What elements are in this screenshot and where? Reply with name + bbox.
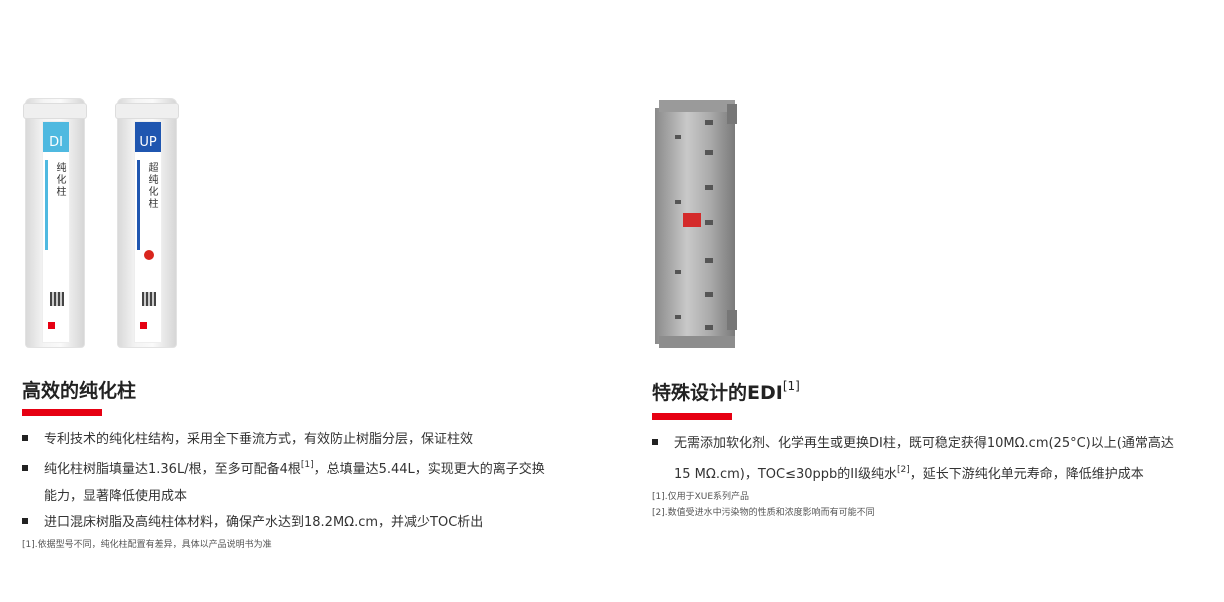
di-badge: DI bbox=[43, 122, 69, 152]
up-cartridge-image: UP 超纯化柱 bbox=[115, 98, 179, 348]
title-accent-bar bbox=[652, 413, 732, 420]
feature-bullet-continuation: 能力，显著降低使用成本 bbox=[44, 489, 188, 504]
footnote-ref: [1] bbox=[782, 379, 800, 393]
footnote: [1].依据型号不同，纯化柱配置有差异，具体以产品说明书为准 bbox=[22, 540, 272, 550]
title-accent-bar bbox=[22, 409, 102, 416]
feature-bullet: 无需添加软化剂、化学再生或更换DI柱，既可稳定获得10MΩ.cm(25°C)以上… bbox=[652, 432, 1174, 451]
feature-bullet: 专利技术的纯化柱结构，采用全下垂流方式，有效防止树脂分层，保证柱效 bbox=[22, 428, 473, 447]
brand-logo-icon bbox=[140, 322, 147, 329]
qr-code-icon bbox=[142, 292, 156, 306]
footnote-ref: [1] bbox=[300, 460, 314, 470]
footnote: [1].仅用于XUE系列产品 bbox=[652, 492, 750, 502]
edi-module-image bbox=[655, 100, 737, 348]
up-badge: UP bbox=[135, 122, 161, 152]
di-cartridge-image: DI 纯化柱 bbox=[23, 98, 87, 348]
brand-logo-icon bbox=[48, 322, 55, 329]
feature-bullet: 纯化柱树脂填量达1.36L/根，至多可配备4根[1]，总填量达5.44L，实现更… bbox=[22, 458, 545, 477]
bullet-text: 纯化柱树脂填量达1.36L/根，至多可配备4根 bbox=[44, 462, 301, 477]
bullet-text: ，延长下游纯化单元寿命，降低维护成本 bbox=[909, 467, 1144, 482]
footnote-ref: [2] bbox=[896, 465, 910, 475]
footnote: [2].数值受进水中污染物的性质和浓度影响而有可能不同 bbox=[652, 508, 875, 518]
edi-title: 特殊设计的EDI[1] bbox=[652, 378, 800, 405]
di-cartridge-name: 纯化柱 bbox=[54, 162, 65, 198]
feature-bullet: 进口混床树脂及高纯柱体材料，确保产水达到18.2MΩ.cm，并减少TOC析出 bbox=[22, 511, 483, 530]
qr-code-icon bbox=[50, 292, 64, 306]
feature-bullet-continuation: 15 MΩ.cm)，TOC≤30ppb的II级纯水[2]，延长下游纯化单元寿命，… bbox=[674, 463, 1144, 482]
up-cartridge-name: 超纯化柱 bbox=[146, 162, 157, 210]
edi-title-text: 特殊设计的EDI bbox=[652, 382, 783, 404]
purification-column-title: 高效的纯化柱 bbox=[22, 380, 137, 402]
bullet-text: 15 MΩ.cm)，TOC≤30ppb的II级纯水 bbox=[674, 467, 897, 482]
bullet-text: ，总填量达5.44L，实现更大的离子交换 bbox=[313, 462, 545, 477]
